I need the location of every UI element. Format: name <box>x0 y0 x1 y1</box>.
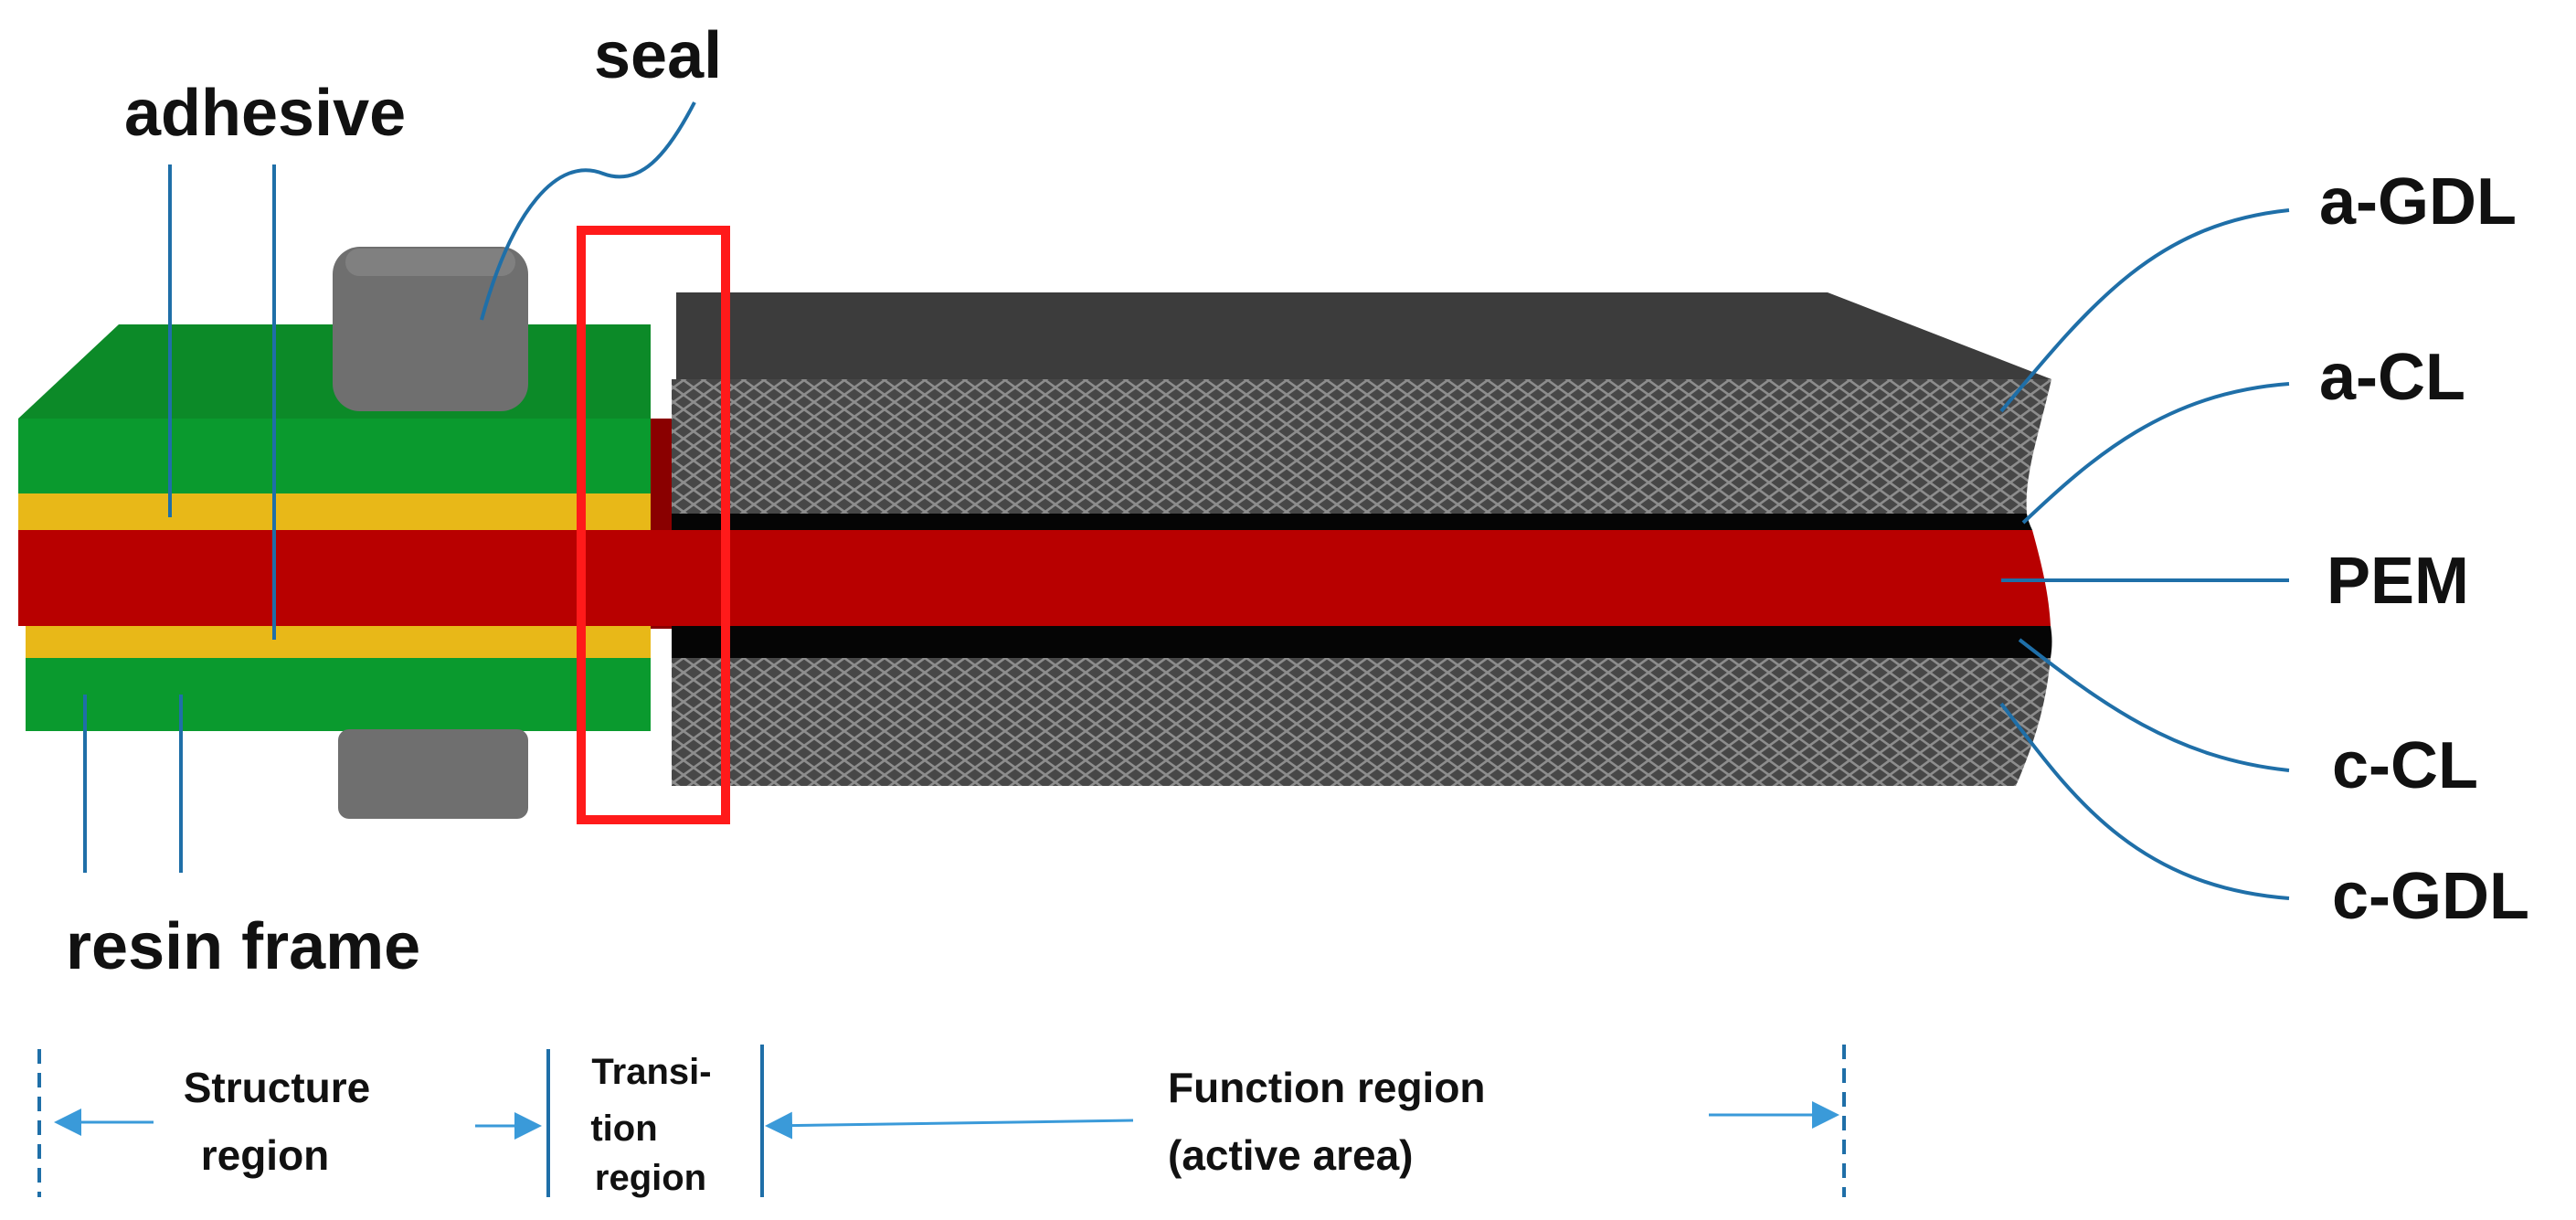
label-pem: PEM <box>2327 545 2469 618</box>
label-transition-region-line2: tion <box>590 1109 657 1149</box>
label-a-gdl: a-GDL <box>2319 165 2517 239</box>
transition-highlight-box <box>577 226 730 824</box>
leader-lines <box>83 101 2290 900</box>
label-resin-frame: resin frame <box>66 910 420 983</box>
region-markers <box>37 1045 1846 1197</box>
seal-top-highlight <box>345 249 515 276</box>
adhesive-upper <box>18 493 651 530</box>
leader-a-cl <box>2021 382 2290 525</box>
pem-layer-structure <box>18 530 658 626</box>
label-transition-region-line1: Transi- <box>591 1052 711 1092</box>
a-gdl-top-face <box>676 292 2051 379</box>
function-stack <box>658 292 2052 786</box>
c-gdl-layer <box>672 658 2051 786</box>
label-function-region-line1: Function region <box>1168 1064 1486 1111</box>
label-transition-region-line3: region <box>595 1158 706 1198</box>
leader-c-gdl <box>1999 702 2290 900</box>
pem-layer-function <box>658 530 2051 626</box>
resin-frame-upper <box>18 419 651 493</box>
arrow-function-left <box>765 1111 1134 1140</box>
seal-top <box>333 247 528 411</box>
leader-c-cl <box>2018 638 2290 772</box>
label-c-cl: c-CL <box>2332 729 2478 802</box>
label-structure-region-line2: region <box>201 1131 330 1179</box>
label-a-cl: a-CL <box>2319 341 2465 414</box>
a-cl-layer <box>672 514 2032 530</box>
resin-frame-lower <box>26 658 651 731</box>
label-function-region-line2: (active area) <box>1168 1131 1414 1179</box>
leader-seal <box>480 101 696 321</box>
seal-bottom <box>338 729 528 819</box>
label-adhesive: adhesive <box>124 77 406 150</box>
leader-a-gdl <box>1999 208 2290 413</box>
c-cl-layer <box>672 626 2052 658</box>
label-structure-region-line1: Structure <box>184 1064 370 1111</box>
adhesive-lower <box>26 626 651 658</box>
label-seal: seal <box>594 19 722 92</box>
label-c-gdl: c-GDL <box>2332 860 2529 933</box>
a-gdl-layer <box>672 379 2051 514</box>
